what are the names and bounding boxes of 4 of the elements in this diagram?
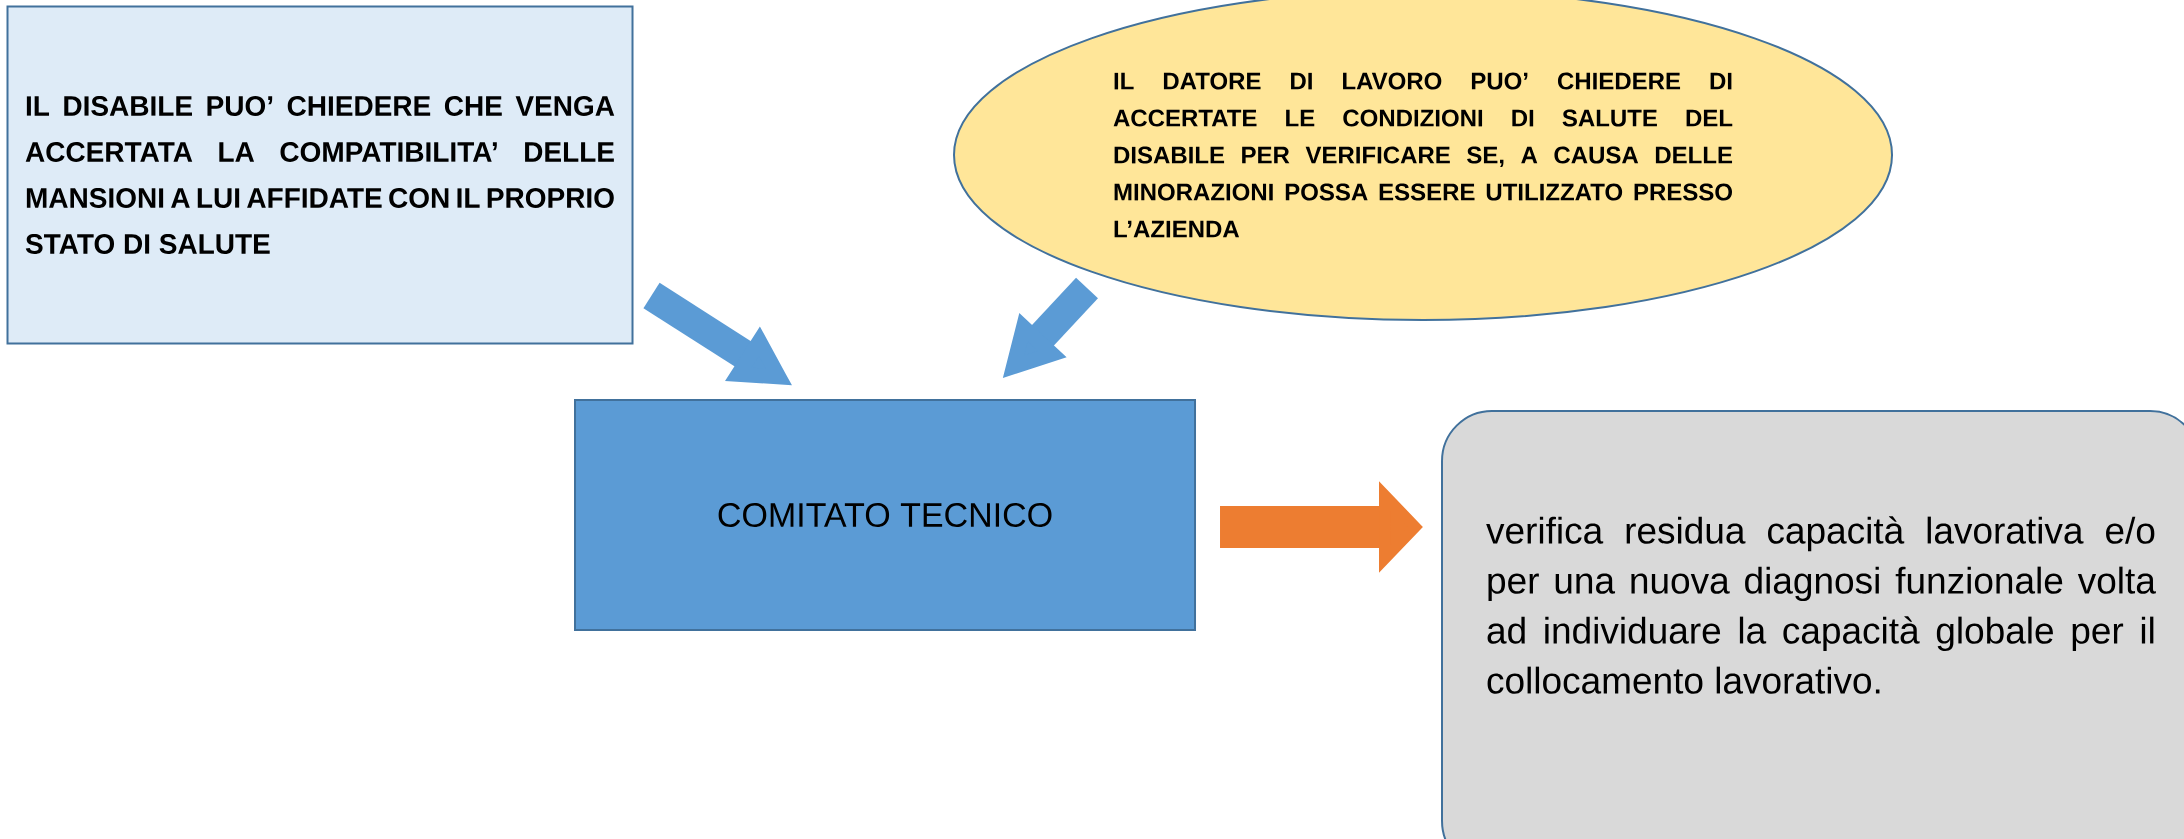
rounded-box: verifica residua capacità lavorativa e/o per una nuova diagnosi funzionale volta ad individuare la capacità globale per il collocamento lavorativo. [1441,410,2184,839]
ellipse-bubble: IL DATORE DI LAVORO PUO’ CHIEDERE DI ACCERTATE LE CONDIZIONI DI SALUTE DEL DISABILE PER VERIFICARE SE, A CAUSA DELLE MINORAZIONI POSSA ESSERE UTILIZZATO PRESSO L’AZIENDA [953,0,1893,321]
text-box: IL DISABILE PUO’ CHIEDERE CHE VENGA ACCERTATA LA COMPATIBILITA’ DELLE MANSIONI A LUI AFFIDATE CON IL PROPRIO STATO DI SALUTE [6,5,634,345]
process-box: COMITATO TECNICO [574,399,1196,631]
